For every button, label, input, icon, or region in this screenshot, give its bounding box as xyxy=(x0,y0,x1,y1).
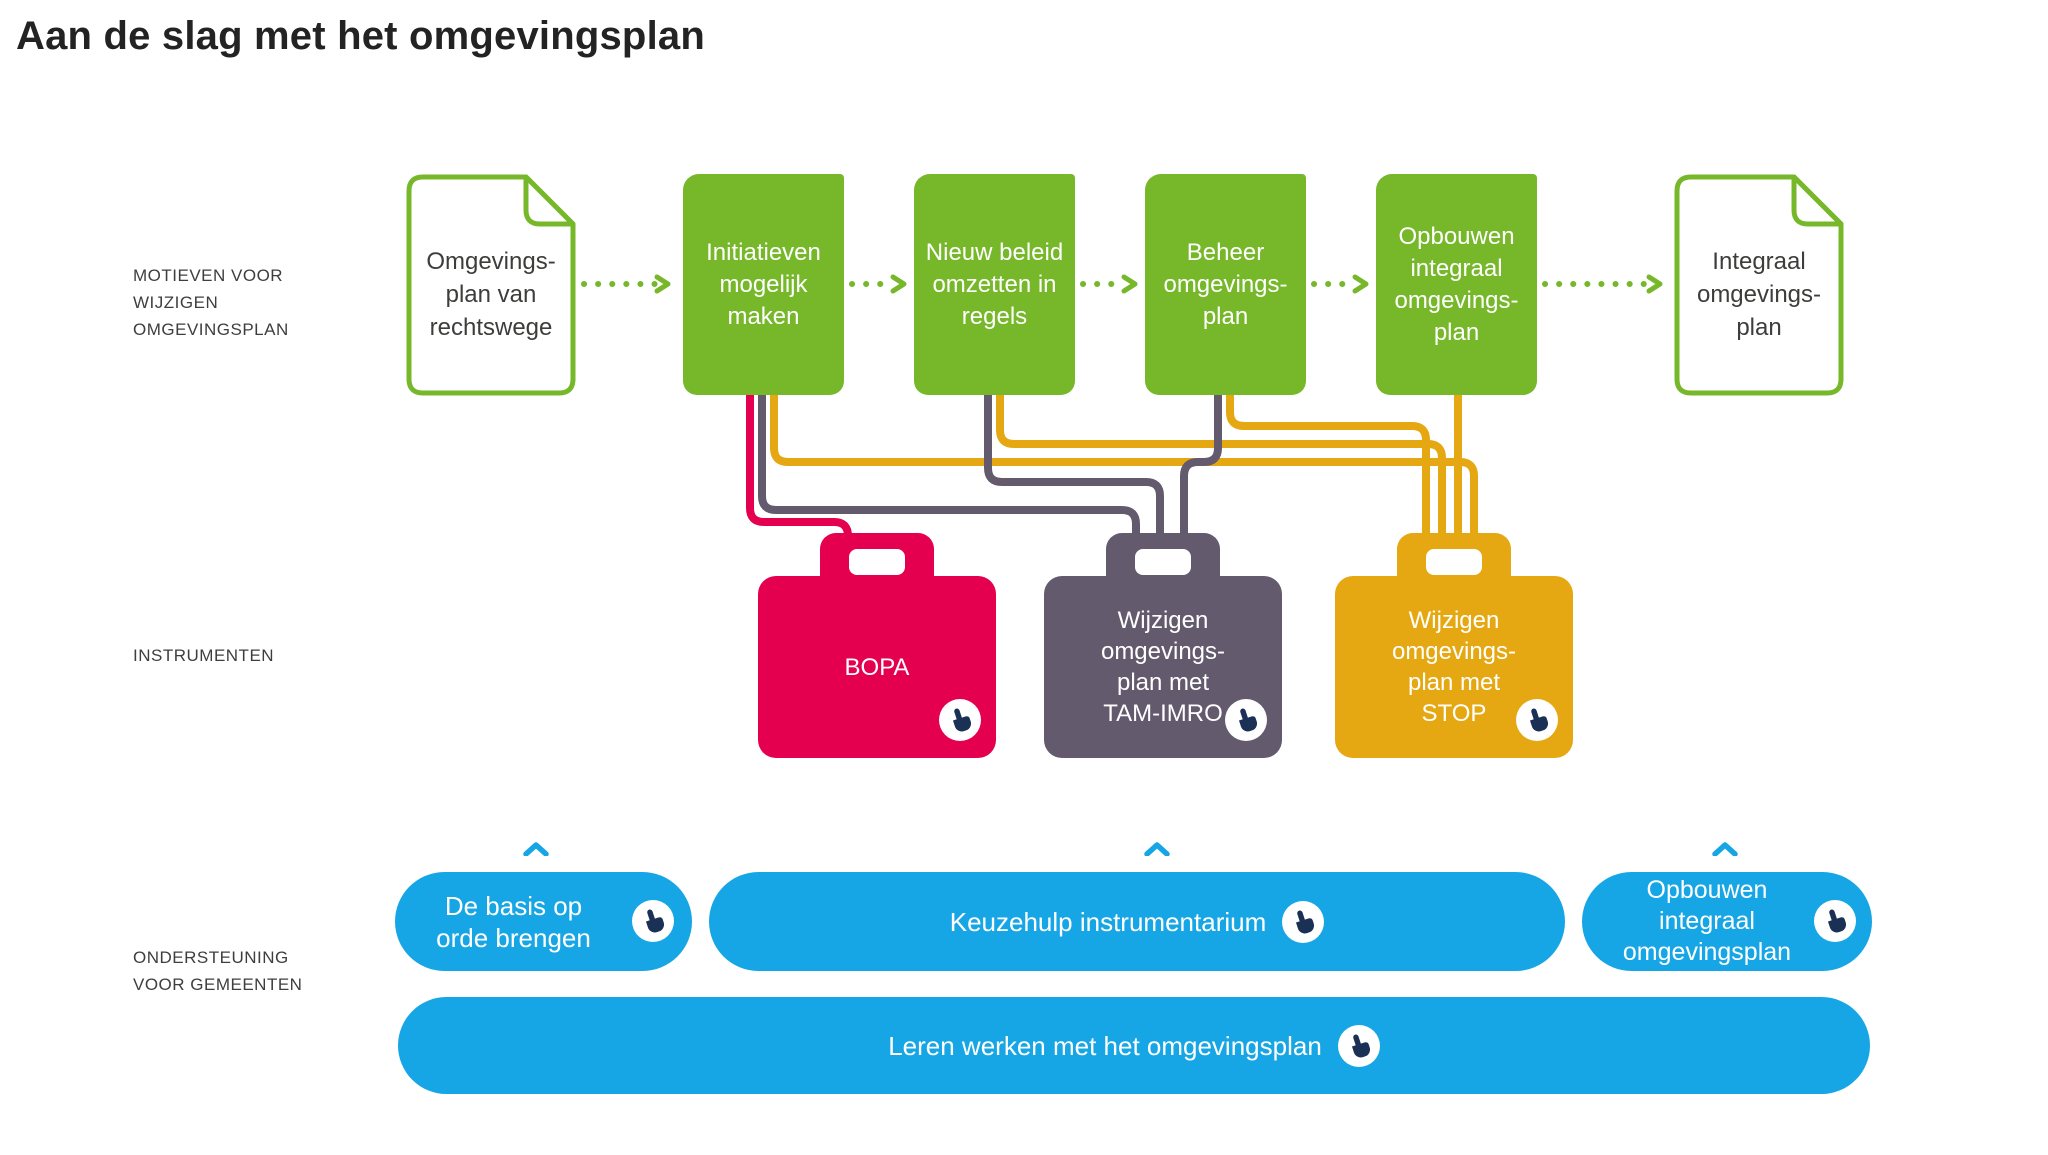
document-omgevingsplan-van-rechtswege: Omgevings- plan van rechtswege xyxy=(406,174,576,396)
instrument-bopa[interactable]: BOPA xyxy=(758,533,996,759)
connector-tam-imro xyxy=(758,385,1222,546)
document-icon xyxy=(406,174,576,396)
button-keuzehulp-instrumentarium[interactable]: Keuzehulp instrumentarium xyxy=(709,872,1565,971)
chevron-up-icon xyxy=(1712,842,1738,856)
instrument-tam-imro[interactable]: Wijzigen omgevings- plan met TAM-IMRO xyxy=(1044,533,1282,759)
click-hand-icon[interactable] xyxy=(1814,900,1856,942)
button-opbouwen-integraal-omgevingsplan[interactable]: Opbouwen integraal omgevingsplan xyxy=(1582,872,1872,971)
row-label-instrumenten: INSTRUMENTEN xyxy=(133,646,275,665)
click-hand-icon[interactable] xyxy=(939,699,981,741)
button-de-basis-op-orde-brengen[interactable]: De basis op orde brengen xyxy=(395,872,692,971)
document-label: Integraal omgevings- plan xyxy=(1696,247,1822,341)
page-title: Aan de slag met het omgevingsplan xyxy=(16,14,705,58)
instrument-label: Wijzigen omgevings- plan met TAM-IMRO xyxy=(1100,607,1226,727)
step-opbouwen-integraal-omgevingsplan: Opbouwen integraal omgevings- plan xyxy=(1376,174,1537,395)
row-label-motieven: MOTIEVEN VOOR WIJZIGEN OMGEVINGSPLAN xyxy=(133,266,289,339)
document-label: Omgevings- plan van rechtswege xyxy=(426,247,556,341)
button-label: Opbouwen integraal omgevingsplan xyxy=(1622,876,1792,966)
click-hand-icon[interactable] xyxy=(1337,1024,1380,1067)
chevron-up-icon xyxy=(523,842,549,856)
button-label: Keuzehulp instrumentarium xyxy=(949,906,1267,937)
chevron-up-icon xyxy=(1144,842,1170,856)
document-integraal-omgevingsplan: Integraal omgevings- plan xyxy=(1674,174,1844,396)
row-label-ondersteuning: ONDERSTEUNING VOOR GEMEENTEN xyxy=(133,948,303,994)
click-hand-icon[interactable] xyxy=(1225,699,1267,741)
instrument-label: Wijzigen omgevings- plan met STOP xyxy=(1391,607,1517,727)
connector-stop xyxy=(770,385,1478,546)
click-hand-icon[interactable] xyxy=(632,900,674,942)
instrument-stop[interactable]: Wijzigen omgevings- plan met STOP xyxy=(1335,533,1573,759)
button-leren-werken-met-het-omgevingsplan[interactable]: Leren werken met het omgevingsplan xyxy=(398,997,1870,1094)
button-label: De basis op orde brengen xyxy=(436,890,591,953)
button-label: Leren werken met het omgevingsplan xyxy=(888,1030,1322,1061)
dotted-arrow xyxy=(581,274,1663,294)
connector-bopa xyxy=(746,385,852,546)
step-beheer-omgevingsplan: Beheer omgevings- plan xyxy=(1145,174,1306,395)
step-initiatieven-mogelijk-maken: Initiatieven mogelijk maken xyxy=(683,174,844,395)
click-hand-icon[interactable] xyxy=(1516,699,1558,741)
document-icon xyxy=(1674,174,1844,396)
instrument-label: BOPA xyxy=(844,653,910,681)
click-hand-icon[interactable] xyxy=(1282,900,1325,943)
step-nieuw-beleid-omzetten-in-regels: Nieuw beleid omzetten in regels xyxy=(914,174,1075,395)
